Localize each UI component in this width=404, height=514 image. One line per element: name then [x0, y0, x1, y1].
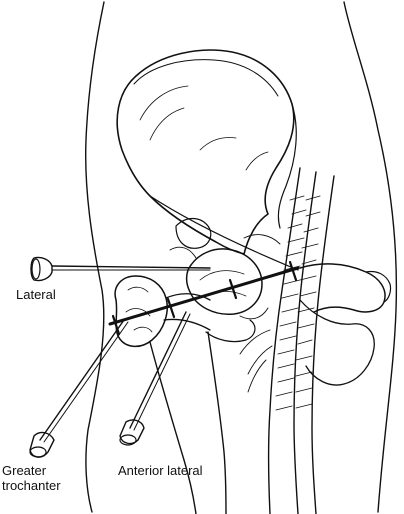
label-lateral: Lateral — [16, 287, 56, 302]
sacro-iliac-edge — [277, 103, 297, 229]
body-outline-right — [343, 1, 398, 513]
lesser-trochanter — [205, 319, 256, 343]
neurovascular-bundle-mid — [293, 171, 317, 514]
label-greater-trochanter: Greater trochanter — [2, 463, 61, 493]
tick-3 — [228, 278, 238, 300]
joint-capsule-shading — [169, 234, 281, 320]
greater-trochanter-needle — [29, 319, 129, 458]
label-greater-trochanter-line2: trochanter — [2, 478, 61, 493]
neurovascular-bundle-right — [311, 175, 335, 514]
greater-trochanter-texture — [125, 286, 153, 333]
femoral-head-shading — [199, 270, 247, 297]
neurovascular-bundle-left — [267, 167, 301, 514]
body-outline-left — [85, 1, 105, 513]
neurovascular-striations — [275, 195, 321, 411]
lateral-needle — [30, 256, 211, 282]
tick-2 — [166, 297, 176, 319]
anterior-inferior-spine — [175, 217, 212, 249]
inguinal-ligament — [149, 195, 299, 271]
pubic-symphysis — [365, 270, 392, 303]
iliac-fossa-shading — [139, 85, 269, 171]
branch-vessels — [239, 329, 273, 393]
obturator-region — [299, 299, 375, 386]
iliac-wing — [116, 49, 295, 255]
tick-1 — [111, 314, 121, 336]
iliac-crest-inner — [133, 59, 279, 97]
label-anterior-lateral: Anterior lateral — [118, 463, 203, 478]
label-greater-trochanter-line1: Greater — [2, 463, 47, 478]
femoral-neck — [163, 293, 211, 331]
greater-trochanter — [114, 275, 168, 348]
femoral-shaft — [149, 331, 227, 514]
femoral-head — [185, 248, 263, 315]
trochanter-artery-line — [108, 266, 300, 326]
anterior-lateral-needle — [119, 311, 191, 446]
tick-4 — [288, 260, 298, 282]
